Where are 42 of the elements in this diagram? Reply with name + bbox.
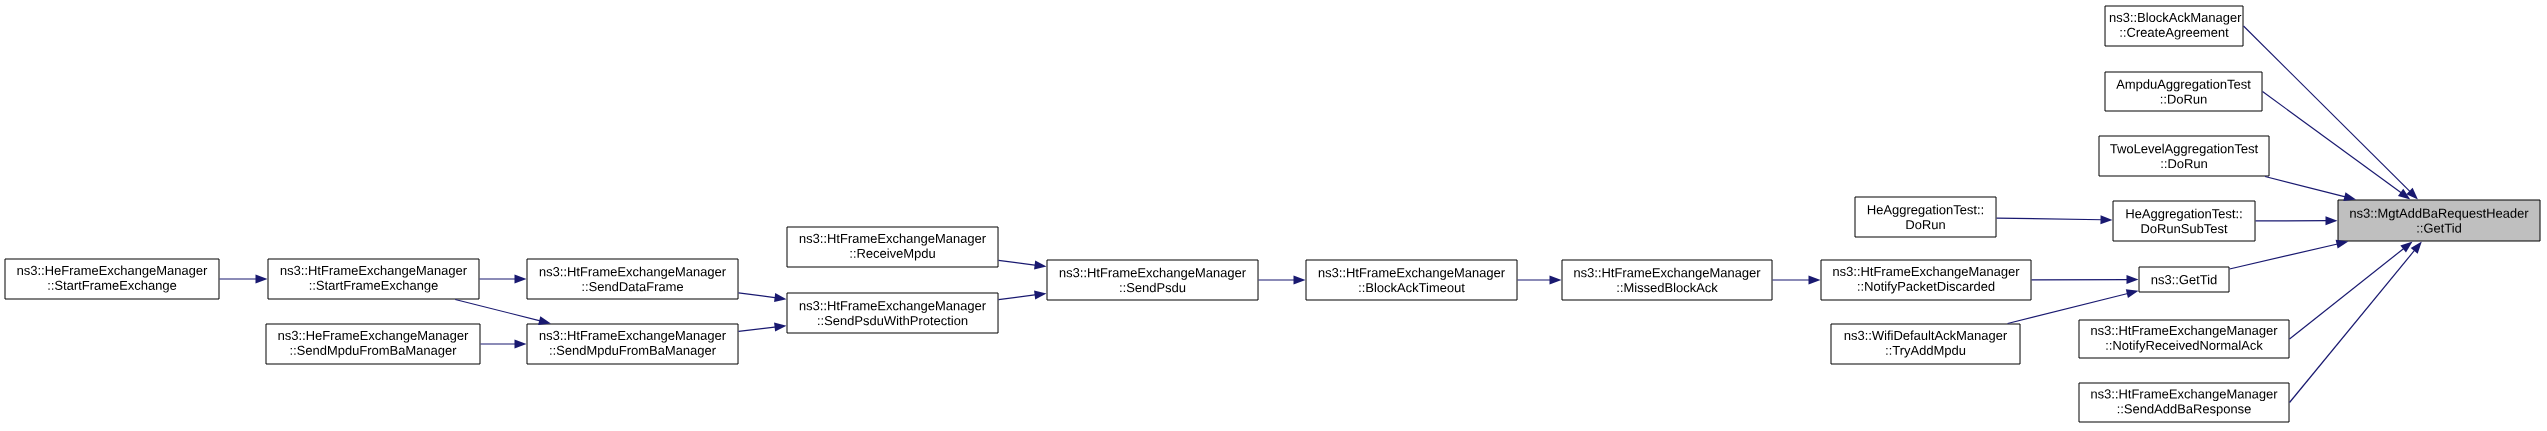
arrow	[478, 274, 527, 284]
arrow	[454, 298, 551, 325]
arrow	[1516, 275, 1562, 285]
arrow	[2228, 239, 2349, 270]
arrow	[997, 290, 1047, 301]
function-box: HeAggregationTest:: DoRunSubTest	[2112, 200, 2256, 242]
function-box: ns3::HtFrameExchangeManager ::StartFrameExchange	[267, 258, 480, 300]
function-box: ns3::HeFrameExchangeManager ::StartFrameExchange	[4, 258, 220, 300]
arrow	[2254, 216, 2338, 226]
arrow	[2242, 25, 2418, 200]
arrow	[2288, 241, 2413, 340]
arrow	[218, 274, 268, 284]
function-box: ns3::HtFrameExchangeManager ::MissedBlockAck	[1561, 259, 1773, 301]
function-box: ns3::HtFrameExchangeManager ::NotifyPacketDiscarded	[1820, 259, 2032, 301]
arrow	[2030, 275, 2139, 285]
arrow	[737, 322, 787, 332]
function-box: ns3::GetTid	[2138, 266, 2230, 293]
arrow	[737, 292, 787, 303]
arrow	[479, 339, 527, 349]
function-box: HeAggregationTest:: DoRun	[1854, 196, 1997, 238]
function-box: ns3::HtFrameExchangeManager ::BlockAckTimeout	[1305, 259, 1518, 301]
function-box: ns3::HeFrameExchangeManager ::SendMpduFromBaManager	[265, 323, 481, 365]
function-box: ns3::HtFrameExchangeManager ::SendMpduFromBaManager	[526, 323, 739, 365]
function-box: AmpduAggregationTest ::DoRun	[2104, 71, 2263, 112]
function-box: ns3::HtFrameExchangeManager ::SendAddBaResponse	[2078, 382, 2290, 423]
function-box: ns3::HtFrameExchangeManager ::NotifyReceivedNormalAck	[2078, 319, 2290, 359]
arrow	[2261, 90, 2411, 200]
function-box: ns3::MgtAddBaRequestHeader ::GetTid	[2337, 199, 2541, 242]
arrow	[1995, 215, 2113, 225]
arrow	[1771, 275, 1821, 285]
function-box: TwoLevelAggregationTest ::DoRun	[2098, 135, 2270, 177]
function-box: ns3::HtFrameExchangeManager ::SendDataFrame	[526, 258, 739, 300]
function-box: ns3::BlockAckManager ::CreateAgreement	[2104, 5, 2244, 47]
function-box: ns3::HtFrameExchangeManager ::ReceiveMpdu	[786, 226, 999, 268]
function-box: ns3::HtFrameExchangeManager ::SendPsduWithProtection	[786, 292, 999, 334]
arrow	[2288, 241, 2422, 404]
arrow	[997, 259, 1047, 270]
arrow	[2006, 289, 2139, 325]
arrow	[2264, 175, 2356, 201]
function-box: ns3::HtFrameExchangeManager ::SendPsdu	[1046, 259, 1259, 301]
function-box: ns3::WifiDefaultAckManager ::TryAddMpdu	[1830, 323, 2021, 365]
arrow	[1257, 275, 1306, 285]
